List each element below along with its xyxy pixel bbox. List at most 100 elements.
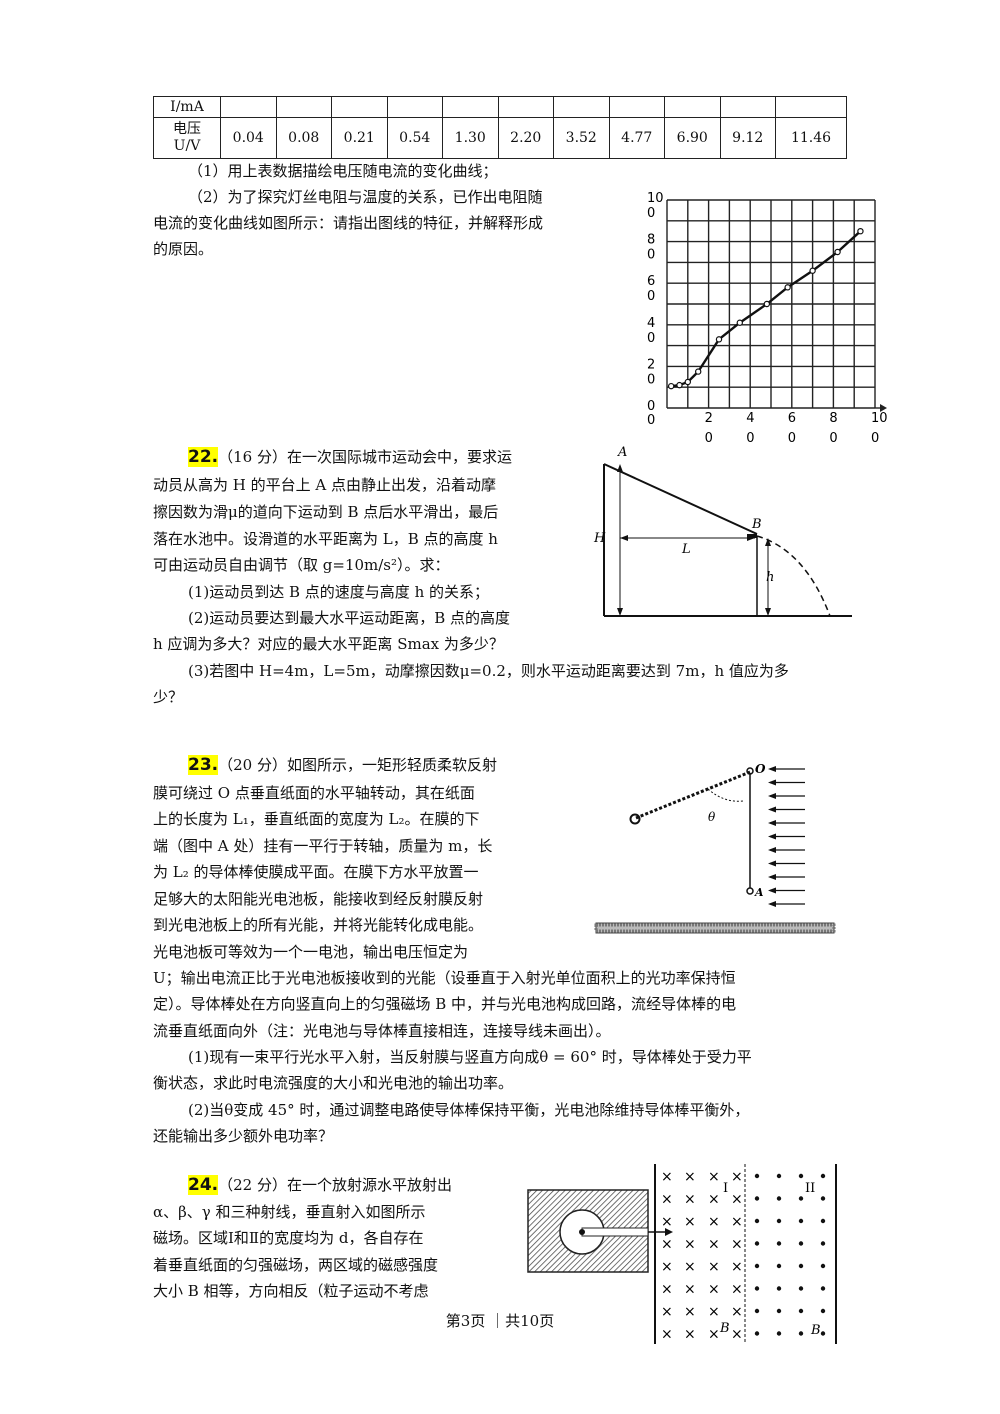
q21-part2-line3: 的原因。 bbox=[153, 240, 214, 258]
q23-part1-line1: (1)现有一束平行光水平入射，当反射膜与竖直方向成θ = 60° 时，导体棒处于… bbox=[188, 1048, 752, 1066]
graph-grid bbox=[666, 199, 887, 412]
table-cell: 11.46 bbox=[775, 117, 847, 159]
svg-text:×: × bbox=[661, 1237, 673, 1253]
graph-curve bbox=[671, 230, 862, 388]
q24-line3: 磁场。区域Ⅰ和Ⅱ的宽度均为 d，各自存在 bbox=[153, 1229, 424, 1247]
q21-part2-line2: 电流的变化曲线如图所示：请指出图线的特征，并解释形成 bbox=[153, 214, 544, 232]
svg-text:×: × bbox=[684, 1237, 696, 1253]
q23-line9: U；输出电流正比于光电池板接收到的光能（设垂直于入射光单位面积上的光功率保持恒 bbox=[153, 969, 736, 987]
x-tick-label: 0 bbox=[829, 431, 837, 446]
svg-text:×: × bbox=[708, 1327, 720, 1343]
table-cell: 0.04 bbox=[220, 117, 277, 159]
table-row-label: 电压 U/V bbox=[153, 117, 221, 159]
x-tick-label: 0 bbox=[746, 431, 754, 446]
svg-text:×: × bbox=[661, 1282, 673, 1298]
label-O: O bbox=[755, 762, 766, 776]
svg-text:×: × bbox=[661, 1214, 673, 1230]
q22-line4: 落在水池中。设滑道的水平距离为 L，B 点的高度 h bbox=[153, 530, 498, 548]
data-point bbox=[834, 248, 841, 256]
table-cell: 0.21 bbox=[331, 117, 388, 159]
y-tick-label: 0 bbox=[647, 372, 655, 387]
svg-text:×: × bbox=[684, 1192, 696, 1208]
label-H: H bbox=[593, 531, 606, 546]
q23-line2: 膜可绕过 O 点垂直纸面的水平轴转动，其在纸面 bbox=[153, 784, 475, 802]
q21-part1: （1）用上表数据描绘电压随电流的变化曲线； bbox=[188, 162, 498, 180]
table-cell: 1.30 bbox=[442, 117, 499, 159]
q24-line1: 24.（22 分）在一个放射源水平放射出 bbox=[188, 1175, 452, 1195]
label-B-region-II: B bbox=[810, 1323, 821, 1338]
svg-text:×: × bbox=[708, 1259, 720, 1275]
y-tick-label: 0 bbox=[647, 289, 655, 304]
label-region-II: II bbox=[805, 1181, 815, 1196]
label-A: A bbox=[617, 445, 627, 460]
data-table: I/mA 电压 U/V 0.04 0.08 0.21 0.54 1.30 2.2… bbox=[153, 96, 847, 159]
y-tick-label: 10 bbox=[647, 191, 664, 206]
q23-line1: 23.（20 分）如图所示，一矩形轻质柔软反射 bbox=[188, 755, 497, 775]
svg-text:×: × bbox=[708, 1304, 720, 1320]
table-cell: 4.77 bbox=[608, 117, 665, 159]
svg-text:×: × bbox=[684, 1214, 696, 1230]
q22-part2-line1: (2)运动员要达到最大水平运动距离，B 点的高度 bbox=[188, 609, 511, 627]
svg-text:×: × bbox=[684, 1169, 696, 1185]
table-cell: 0.08 bbox=[275, 117, 332, 159]
table-cell: 6.90 bbox=[664, 117, 721, 159]
data-point bbox=[809, 267, 816, 274]
svg-text:×: × bbox=[731, 1259, 743, 1275]
x-tick-label: 0 bbox=[788, 431, 796, 446]
data-point bbox=[715, 336, 723, 343]
data-point bbox=[667, 382, 675, 390]
svg-text:×: × bbox=[731, 1282, 743, 1298]
reflective-film-diagram: O θ A bbox=[594, 762, 836, 934]
x-tick-label: 8 bbox=[829, 411, 837, 426]
q22-line1: 22.（16 分）在一次国际城市运动会中，要求运 bbox=[188, 447, 512, 467]
y-tick-label: 4 bbox=[647, 316, 655, 331]
x-tick-label: 4 bbox=[746, 411, 754, 426]
svg-text:×: × bbox=[661, 1169, 673, 1185]
q24-line2: α、β、γ 和三种射线，垂直射入如图所示 bbox=[153, 1203, 426, 1221]
data-point bbox=[857, 228, 864, 235]
q23-part1-line2: 衡状态，求此时电流强度的大小和光电池的输出功率。 bbox=[153, 1074, 514, 1092]
q22-number: 22. bbox=[188, 447, 219, 467]
table-row-label: I/mA bbox=[153, 96, 221, 118]
svg-text:×: × bbox=[708, 1192, 720, 1208]
q23-number: 23. bbox=[188, 755, 219, 775]
svg-text:×: × bbox=[731, 1192, 743, 1208]
data-point bbox=[763, 300, 771, 308]
svg-text:×: × bbox=[684, 1259, 696, 1275]
y-tick-label: 8 bbox=[647, 233, 655, 248]
y-tick-label: 2 bbox=[647, 357, 655, 372]
data-point bbox=[784, 284, 791, 291]
field-region-I-crosses: ×××××××××××××××××××××××××××××××× bbox=[661, 1169, 743, 1343]
y-tick-label: 6 bbox=[647, 274, 655, 289]
q23-line3: 上的长度为 L₁，垂直纸面的宽度为 L₂。在膜的下 bbox=[153, 810, 480, 828]
table-cell: 0.54 bbox=[386, 117, 443, 159]
label-h: h bbox=[766, 570, 774, 585]
table-row: I/mA bbox=[153, 96, 847, 118]
svg-text:×: × bbox=[684, 1304, 696, 1320]
svg-text:×: × bbox=[684, 1327, 696, 1343]
q22-line3: 擦因数为滑μ的道向下运动到 B 点后水平滑出，最后 bbox=[153, 503, 499, 521]
svg-text:×: × bbox=[708, 1237, 720, 1253]
q22-line5: 可由运动员自由调节（取 g=10m/s²）。求： bbox=[153, 556, 450, 574]
q23-line11: 流垂直纸面向外（注：光电池与导体棒直接相连，连接导线未画出）。 bbox=[153, 1022, 611, 1040]
svg-text:×: × bbox=[708, 1169, 720, 1185]
x-tick-label: 0 bbox=[871, 431, 879, 446]
table-cell: 2.20 bbox=[497, 117, 554, 159]
svg-text:×: × bbox=[661, 1327, 673, 1343]
q23-line4: 端（图中 A 处）挂有一平行于转轴，质量为 m，长 bbox=[153, 837, 493, 855]
q23-line8: 光电池板可等效为一个一电池，输出电压恒定为 bbox=[153, 943, 469, 961]
label-theta: θ bbox=[708, 810, 716, 824]
q24-line4: 着垂直纸面的匀强磁场，两区域的磁感强度 bbox=[153, 1256, 439, 1274]
q22-part1: (1)运动员到达 B 点的速度与高度 h 的关系； bbox=[188, 583, 490, 601]
page-footer: 第3页 ｜共10页 bbox=[445, 1312, 555, 1330]
slide-diagram: A B H L h bbox=[593, 445, 852, 617]
y-tick-label: 0 bbox=[647, 248, 655, 263]
q21-part2-line1: （2）为了探究灯丝电阻与温度的关系，已作出电阻随 bbox=[188, 188, 543, 206]
svg-text:×: × bbox=[731, 1327, 743, 1343]
field-region-II-dots bbox=[754, 1173, 826, 1336]
y-tick-label: 0 bbox=[647, 331, 655, 346]
svg-text:×: × bbox=[661, 1259, 673, 1275]
